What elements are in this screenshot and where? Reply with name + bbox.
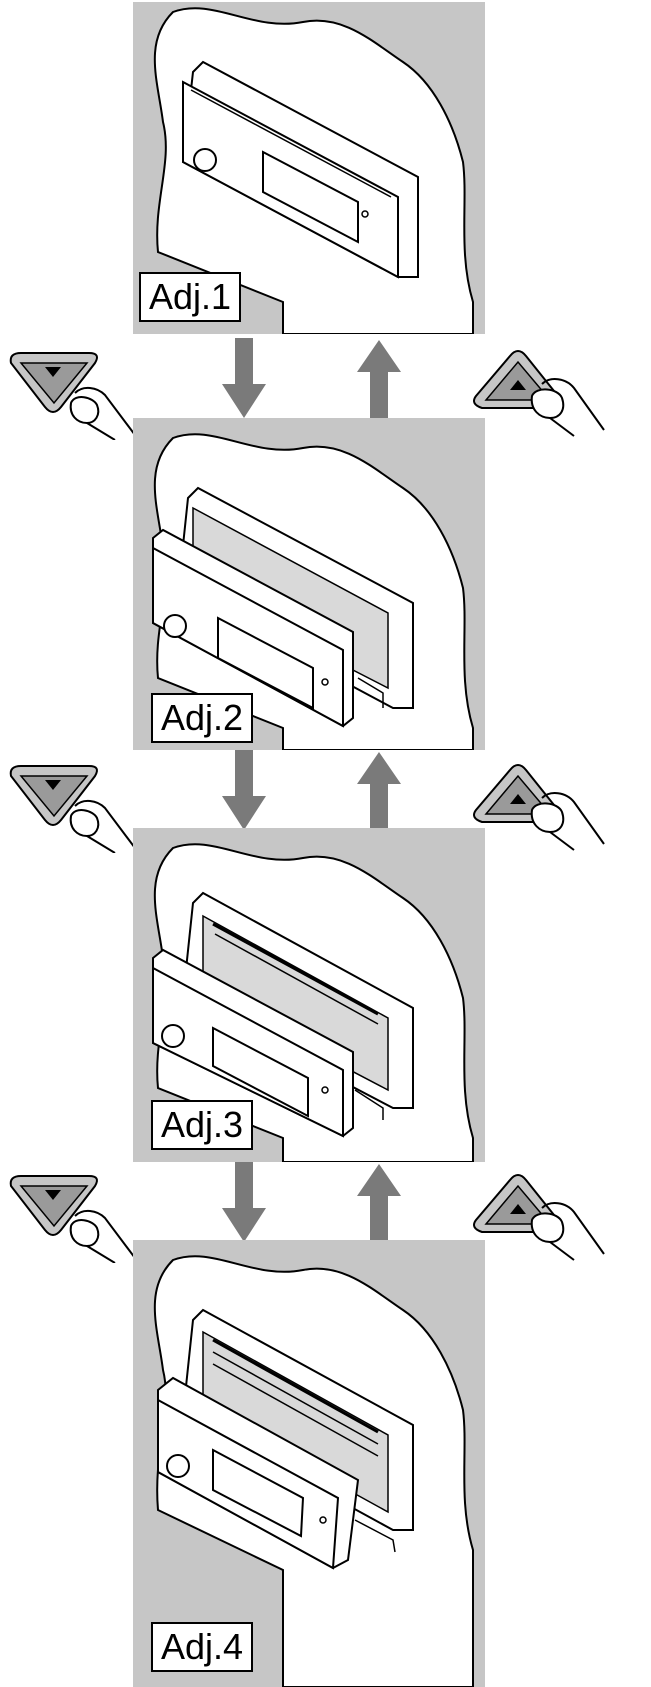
step-label-adj-3: Adj.3 xyxy=(151,1100,254,1150)
down-arrow-icon-1 xyxy=(222,338,266,418)
down-button-press-3 xyxy=(9,1175,136,1263)
down-arrow-icon-2 xyxy=(222,750,266,830)
panel-adj-2: Adj.2 xyxy=(133,418,485,750)
up-button-press-3 xyxy=(473,1174,605,1261)
panel-adj-3: Adj.3 xyxy=(133,828,485,1162)
down-arrow-icon-3 xyxy=(222,1162,266,1242)
down-triangle-button-icon xyxy=(9,1175,98,1236)
panel-adj-1: Adj.1 xyxy=(133,2,485,334)
up-arrow-icon-2 xyxy=(357,752,401,830)
step-label-adj-1: Adj.1 xyxy=(139,272,242,322)
up-arrow-icon-1 xyxy=(357,340,401,418)
finger-icon xyxy=(69,387,136,440)
step-label-adj-4: Adj.4 xyxy=(151,1622,254,1672)
down-triangle-button-icon xyxy=(9,765,98,826)
up-button-press-1 xyxy=(473,350,605,437)
faceplate-illustration-adj-1 xyxy=(153,7,474,334)
up-button-press-2 xyxy=(473,764,605,851)
down-button-press-1 xyxy=(9,352,136,440)
panel-adj-4: Adj.4 xyxy=(133,1240,485,1687)
down-triangle-button-icon xyxy=(9,352,98,413)
down-button-press-2 xyxy=(9,765,136,853)
finger-icon xyxy=(530,792,605,851)
finger-icon xyxy=(69,800,136,853)
faceplate-illustration-adj-3 xyxy=(152,843,474,1162)
finger-icon xyxy=(530,1202,605,1261)
faceplate-illustration-adj-2 xyxy=(152,433,474,750)
finger-icon xyxy=(69,1210,136,1263)
step-label-adj-2: Adj.2 xyxy=(151,693,254,743)
finger-icon xyxy=(530,378,605,437)
faceplate-illustration-adj-4 xyxy=(153,1255,474,1687)
up-arrow-icon-3 xyxy=(357,1164,401,1242)
